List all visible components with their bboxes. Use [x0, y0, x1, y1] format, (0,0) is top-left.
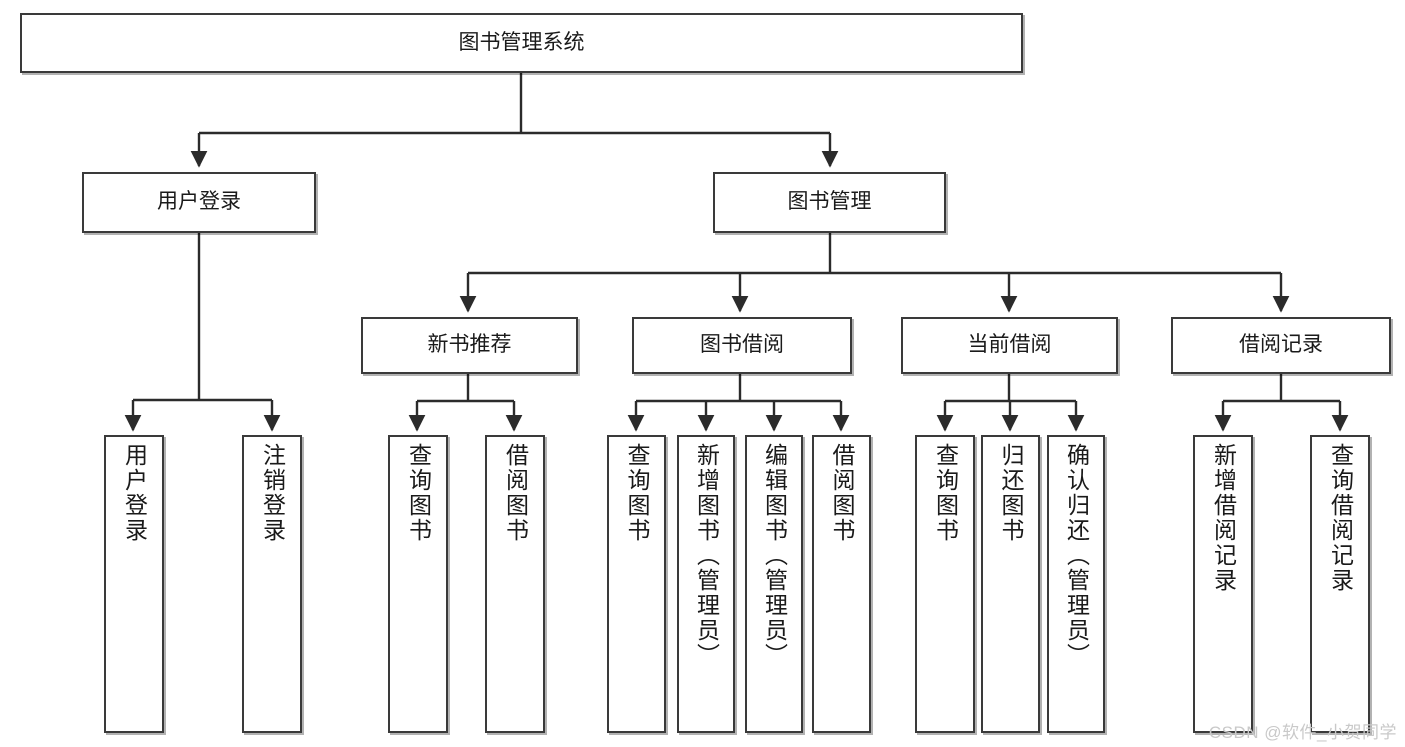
node-root-label: 图书管理系统 [458, 30, 585, 54]
leaf-new-books-query-label: 查询图书 [405, 443, 432, 543]
leaf-records-add-record-label: 新增借阅记录 [1210, 443, 1237, 593]
leaf-records-query-record[interactable]: 查询借阅记录 [1310, 435, 1370, 733]
node-borrow-records-label: 借阅记录 [1239, 333, 1323, 357]
leaf-current-return-book-label: 归还图书 [998, 443, 1024, 543]
leaf-current-confirm-return-admin[interactable]: 确认归还（管理员） [1047, 435, 1105, 733]
leaf-borrow-edit-book-admin-label: 编辑图书（管理员） [761, 443, 788, 668]
node-borrow-records[interactable]: 借阅记录 [1171, 317, 1391, 374]
leaf-user-login-login-label: 用户登录 [121, 443, 148, 543]
leaf-current-query-book[interactable]: 查询图书 [915, 435, 975, 733]
leaf-borrow-add-book-admin[interactable]: 新增图书（管理员） [677, 435, 735, 733]
node-current-borrow[interactable]: 当前借阅 [901, 317, 1118, 374]
leaf-borrow-query-book-label: 查询图书 [624, 443, 650, 543]
leaf-records-query-record-label: 查询借阅记录 [1327, 443, 1354, 593]
leaf-new-books-borrow[interactable]: 借阅图书 [485, 435, 545, 733]
leaf-borrow-query-book[interactable]: 查询图书 [607, 435, 666, 733]
leaf-current-confirm-return-admin-label: 确认归还（管理员） [1063, 443, 1090, 668]
leaf-user-login-logout[interactable]: 注销登录 [242, 435, 302, 733]
node-book-borrow[interactable]: 图书借阅 [632, 317, 852, 374]
node-new-book-recommend[interactable]: 新书推荐 [361, 317, 578, 374]
node-new-book-recommend-label: 新书推荐 [427, 333, 512, 357]
leaf-new-books-query[interactable]: 查询图书 [388, 435, 448, 733]
leaf-borrow-add-book-admin-label: 新增图书（管理员） [693, 443, 720, 668]
leaf-user-login-login[interactable]: 用户登录 [104, 435, 164, 733]
node-current-borrow-label: 当前借阅 [967, 333, 1052, 357]
node-book-management-label: 图书管理 [787, 190, 872, 214]
node-book-borrow-label: 图书借阅 [700, 333, 784, 357]
node-user-login[interactable]: 用户登录 [82, 172, 316, 233]
csdn-watermark: CSDN @软件_小贺同学 [1208, 723, 1397, 742]
leaf-borrow-edit-book-admin[interactable]: 编辑图书（管理员） [745, 435, 803, 733]
leaf-current-query-book-label: 查询图书 [932, 443, 959, 543]
node-root[interactable]: 图书管理系统 [20, 13, 1023, 73]
leaf-user-login-logout-label: 注销登录 [259, 443, 286, 543]
leaf-borrow-borrow-book[interactable]: 借阅图书 [812, 435, 871, 733]
leaf-new-books-borrow-label: 借阅图书 [502, 443, 529, 543]
leaf-records-add-record[interactable]: 新增借阅记录 [1193, 435, 1253, 733]
node-book-management[interactable]: 图书管理 [713, 172, 946, 233]
leaf-borrow-borrow-book-label: 借阅图书 [829, 443, 855, 543]
leaf-current-return-book[interactable]: 归还图书 [981, 435, 1040, 733]
node-user-login-label: 用户登录 [157, 190, 241, 214]
